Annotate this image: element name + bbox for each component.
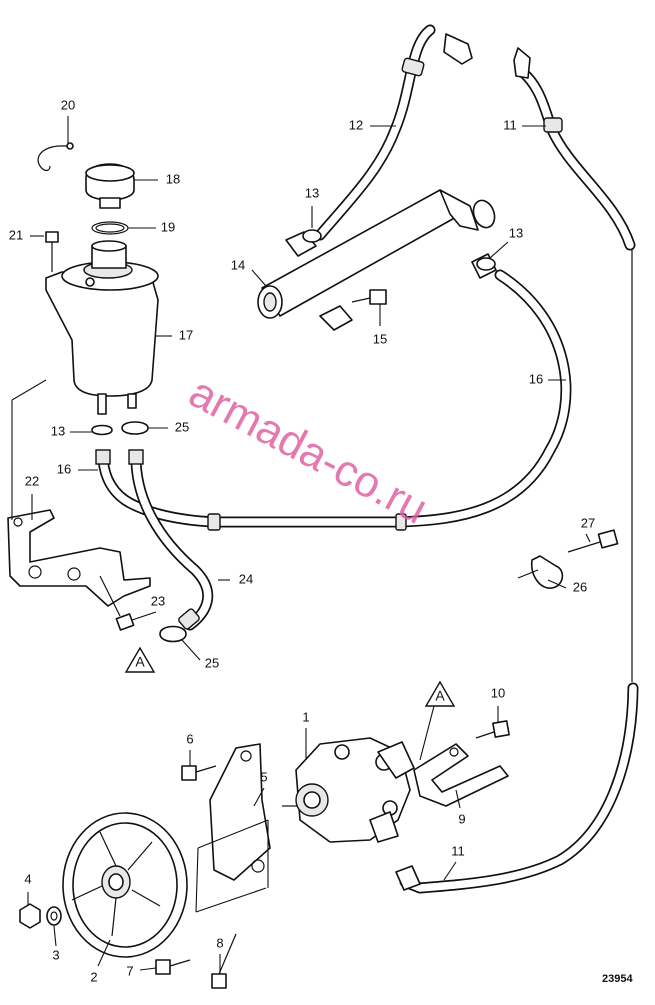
bracket-9 [413, 743, 509, 807]
clamp-26 [517, 555, 564, 589]
callout-25-a: 25 [175, 419, 189, 434]
callout-13-a: 13 [51, 423, 65, 438]
reservoir-cap-18 [85, 163, 135, 209]
callout-16-b: 16 [529, 371, 543, 386]
callout-20: 20 [61, 97, 75, 112]
bolt-23 [99, 575, 135, 631]
callout-14: 14 [231, 257, 245, 272]
callout-4: 4 [24, 871, 31, 886]
callout-13-b: 13 [305, 185, 319, 200]
callout-5: 5 [260, 769, 267, 784]
spring-clip-20 [37, 145, 70, 172]
callout-7: 7 [126, 963, 133, 978]
callout-labels: 20 18 19 21 17 13 25 16 22 24 23 25 12 1… [9, 97, 595, 984]
svg-text:A: A [435, 688, 445, 704]
connection-marker-a-top: A [124, 646, 156, 673]
hose-11-sleeve [543, 117, 563, 133]
washer-3 [46, 906, 62, 926]
callout-15: 15 [373, 331, 387, 346]
callout-18: 18 [166, 171, 180, 186]
callout-24: 24 [239, 571, 253, 586]
callout-6: 6 [186, 731, 193, 746]
callout-11-a: 11 [503, 117, 517, 132]
callout-8: 8 [216, 935, 223, 950]
pump-bracket-5 [195, 743, 271, 913]
callout-12: 12 [349, 117, 363, 132]
callout-2: 2 [90, 969, 97, 984]
callout-25-b: 25 [205, 655, 219, 670]
clamp-13-reservoir [91, 424, 113, 436]
callout-10: 10 [491, 685, 505, 700]
callout-13-c: 13 [509, 225, 523, 240]
callout-1: 1 [302, 709, 309, 724]
hose-12 [314, 24, 531, 241]
bolt-8 [211, 933, 237, 989]
bolt-7 [155, 959, 191, 975]
bracket-22 [7, 379, 151, 607]
callout-9: 9 [458, 811, 465, 826]
clamp-25-top [121, 421, 149, 435]
leader-lines [27, 116, 591, 974]
callout-11-b: 11 [451, 843, 465, 858]
svg-text:A: A [135, 654, 145, 670]
hose-11 [399, 64, 639, 894]
clamp-13-cooler-left [302, 229, 322, 243]
nut-4 [19, 903, 41, 929]
callout-19: 19 [161, 219, 175, 234]
callout-21: 21 [9, 227, 23, 242]
callout-26: 26 [573, 579, 587, 594]
hose-24 [130, 449, 214, 631]
callout-17: 17 [179, 327, 193, 342]
reservoir-17 [45, 240, 159, 415]
callout-16-a: 16 [57, 461, 71, 476]
clamp-13-cooler-right [476, 257, 496, 271]
bolt-15 [351, 289, 387, 305]
hose-16 [97, 269, 572, 531]
callout-23: 23 [151, 593, 165, 608]
bolt-21 [45, 231, 59, 272]
connection-marker-a-bottom: A [419, 680, 456, 761]
callout-27: 27 [581, 515, 595, 530]
watermark: armada-co.ru [181, 368, 435, 534]
hoses [97, 24, 639, 894]
callout-22: 22 [25, 473, 39, 488]
callout-3: 3 [52, 947, 59, 962]
pulley-2 [62, 812, 188, 958]
oil-cooler-14 [257, 189, 497, 331]
clamp-25-bottom [159, 625, 187, 643]
reference-number: 23954 [602, 973, 633, 985]
power-steering-pump-1 [282, 737, 415, 843]
cooler-mount-tab [319, 305, 353, 331]
bolt-6 [181, 765, 217, 781]
bolt-10 [475, 720, 510, 739]
reservoir-group [7, 142, 187, 643]
bolt-27 [567, 529, 619, 553]
